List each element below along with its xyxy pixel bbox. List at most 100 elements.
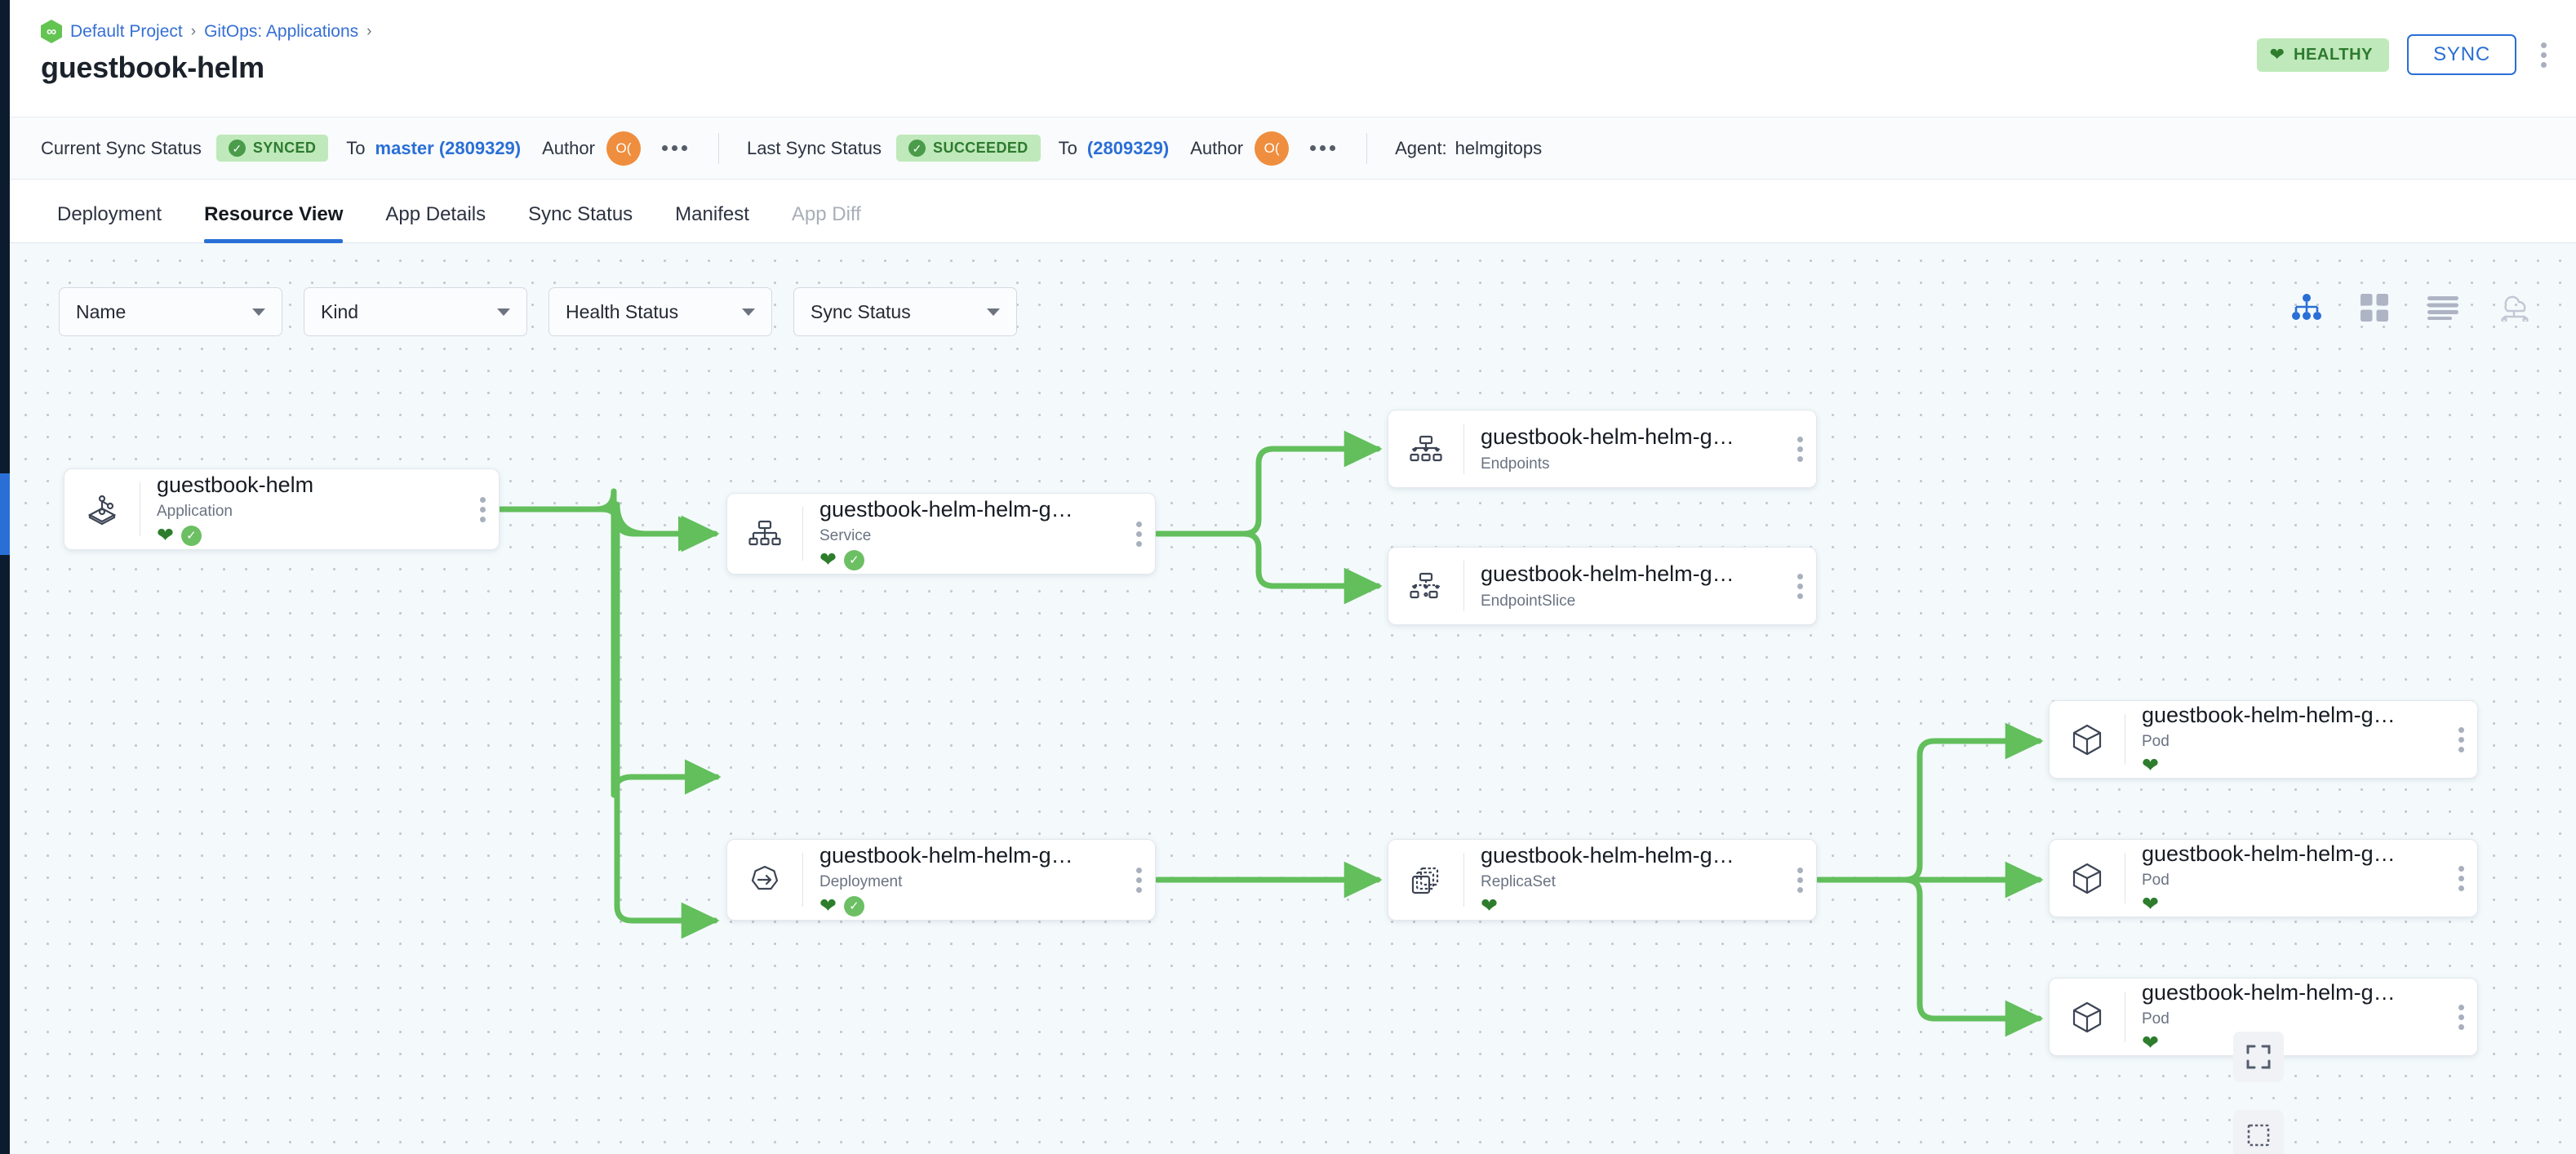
status-divider xyxy=(1366,132,1368,164)
node-kind: EndpointSlice xyxy=(1481,592,1576,610)
graph-node-application[interactable]: guestbook-helm Application ❤ ✓ xyxy=(64,468,500,550)
check-circle-icon: ✓ xyxy=(908,140,926,157)
graph-node-service[interactable]: guestbook-helm-helm-g… Service ❤ ✓ xyxy=(726,493,1156,575)
node-menu-icon[interactable] xyxy=(1131,515,1155,553)
node-menu-icon[interactable] xyxy=(1792,861,1816,899)
node-body: guestbook-helm-helm-g… Pod ❤ xyxy=(2125,840,2454,917)
breadcrumb-separator: › xyxy=(190,22,197,40)
node-menu-icon[interactable] xyxy=(1792,567,1816,606)
tree-view-icon[interactable] xyxy=(2292,294,2321,322)
last-author-avatar[interactable]: O( xyxy=(1255,131,1290,166)
node-badges: ❤ ✓ xyxy=(157,525,467,546)
pod-icon xyxy=(2050,840,2125,917)
last-author-label: Author xyxy=(1190,137,1244,158)
sync-check-icon: ✓ xyxy=(843,549,864,570)
app-overflow-menu-icon[interactable] xyxy=(2534,39,2553,71)
node-kind: Endpoints xyxy=(1481,455,1550,473)
graph-node-pod-1[interactable]: guestbook-helm-helm-g… Pod ❤ xyxy=(2049,700,2478,779)
graph-node-replicaset[interactable]: guestbook-helm-helm-g… ReplicaSet ❤ xyxy=(1388,839,1817,921)
network-view-icon[interactable] xyxy=(2498,294,2530,322)
node-badges: ❤ ✓ xyxy=(819,549,1123,570)
current-sync-status-value: SYNCED xyxy=(252,140,317,156)
breadcrumb-item-default-project[interactable]: Default Project xyxy=(70,21,183,41)
chevron-down-icon xyxy=(252,308,265,316)
node-menu-icon[interactable] xyxy=(1131,861,1155,899)
health-heart-icon: ❤ xyxy=(2142,1031,2159,1054)
health-heart-icon: ❤ xyxy=(2142,753,2159,777)
health-heart-icon: ❤ xyxy=(819,548,837,571)
current-revision-link[interactable]: master (2809329) xyxy=(375,137,522,158)
node-menu-icon[interactable] xyxy=(2454,721,2477,759)
graph-node-endpoints[interactable]: guestbook-helm-helm-g… Endpoints xyxy=(1388,410,1817,488)
app-rail xyxy=(0,0,10,1154)
current-author-avatar[interactable]: O( xyxy=(606,131,641,166)
agent-label: Agent: xyxy=(1395,137,1447,158)
node-divider xyxy=(802,853,803,907)
node-divider xyxy=(802,507,803,561)
node-body: guestbook-helm-helm-g… Pod ❤ xyxy=(2125,701,2454,778)
node-name: guestbook-helm-helm-g… xyxy=(2142,979,2396,1005)
list-view-icon[interactable] xyxy=(2427,295,2458,320)
agent-value: helmgitops xyxy=(1455,137,1543,158)
node-name: guestbook-helm-helm-g… xyxy=(2142,841,2396,866)
node-body: guestbook-helm-helm-g… Service ❤ ✓ xyxy=(803,494,1131,574)
tab-app-details[interactable]: App Details xyxy=(385,203,486,225)
select-region-icon[interactable] xyxy=(2233,1110,2284,1154)
breadcrumb-item-gitops-applications[interactable]: GitOps: Applications xyxy=(204,21,359,41)
endpoints-icon xyxy=(1388,411,1463,487)
current-author-label: Author xyxy=(542,137,595,158)
current-sync-status-chip: ✓ SYNCED xyxy=(215,135,329,162)
last-sync-status-chip: ✓ SUCCEEDED xyxy=(896,135,1041,162)
node-body: guestbook-helm Application ❤ ✓ xyxy=(140,469,475,549)
chevron-down-icon xyxy=(497,308,510,316)
node-name: guestbook-helm-helm-g… xyxy=(2142,702,2396,727)
rail-active-indicator[interactable] xyxy=(0,473,10,555)
fullscreen-icon[interactable] xyxy=(2233,1032,2284,1082)
application-icon xyxy=(64,469,140,549)
tab-resource-view[interactable]: Resource View xyxy=(183,203,364,243)
graph-node-deployment[interactable]: guestbook-helm-helm-g… Deployment ❤ ✓ xyxy=(726,839,1156,921)
last-revision-link[interactable]: (2809329) xyxy=(1086,137,1170,158)
last-to-label: To xyxy=(1058,137,1077,158)
graph-node-endpointslice[interactable]: guestbook-helm-helm-g… EndpointSlice xyxy=(1388,547,1817,625)
page-title: guestbook-helm xyxy=(41,51,264,84)
sync-button[interactable]: SYNC xyxy=(2407,34,2516,75)
node-badges: ❤ xyxy=(1481,895,1784,917)
node-menu-icon[interactable] xyxy=(1792,430,1816,468)
name-filter-label: Name xyxy=(76,300,127,322)
tab-sync-status[interactable]: Sync Status xyxy=(528,203,633,225)
node-menu-icon[interactable] xyxy=(475,490,499,529)
node-kind: Pod xyxy=(2142,733,2170,751)
node-body: guestbook-helm-helm-g… Deployment ❤ ✓ xyxy=(803,840,1131,920)
sync-status-filter[interactable]: Sync Status xyxy=(793,287,1017,336)
last-sync-status-label: Last Sync Status xyxy=(746,137,882,158)
tab-deployment[interactable]: Deployment xyxy=(57,203,162,225)
check-circle-icon: ✓ xyxy=(228,140,246,157)
graph-node-pod-2[interactable]: guestbook-helm-helm-g… Pod ❤ xyxy=(2049,839,2478,917)
last-sync-more-icon[interactable] xyxy=(1305,140,1340,156)
graph-edges-main xyxy=(498,430,2044,1037)
chevron-down-icon xyxy=(987,308,1000,316)
node-menu-icon[interactable] xyxy=(2454,859,2477,898)
health-status-filter[interactable]: Health Status xyxy=(549,287,772,336)
current-sync-more-icon[interactable] xyxy=(657,140,692,156)
name-filter[interactable]: Name xyxy=(59,287,282,336)
node-menu-icon[interactable] xyxy=(2454,998,2477,1036)
replicaset-icon xyxy=(1388,840,1463,920)
health-heart-icon: ❤ xyxy=(819,894,837,917)
pod-icon xyxy=(2050,979,2125,1055)
node-divider xyxy=(1463,424,1464,474)
sync-status-filter-label: Sync Status xyxy=(811,300,911,322)
view-mode-switcher xyxy=(2292,294,2530,322)
node-name: guestbook-helm-helm-g… xyxy=(819,496,1073,522)
header-actions: ❤ HEALTHY SYNC xyxy=(2256,34,2554,75)
health-heart-icon: ❤ xyxy=(2142,892,2159,916)
tab-manifest[interactable]: Manifest xyxy=(675,203,749,225)
chevron-down-icon xyxy=(742,308,755,316)
kind-filter-label: Kind xyxy=(321,300,359,322)
kind-filter[interactable]: Kind xyxy=(304,287,527,336)
resource-graph-canvas[interactable]: Name Kind Health Status Sync Status xyxy=(10,243,2576,1154)
node-badges: ❤ xyxy=(2142,1032,2445,1054)
grid-view-icon[interactable] xyxy=(2361,294,2388,322)
sync-check-icon: ✓ xyxy=(180,525,202,546)
